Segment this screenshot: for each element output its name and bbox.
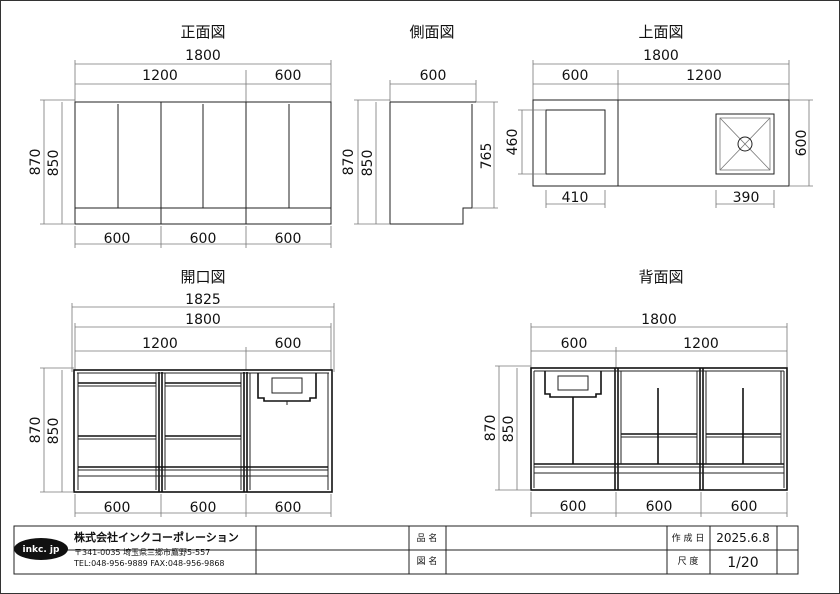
side-height-right: 765 — [479, 143, 495, 170]
side-view: 側面図 600 870 850 765 — [341, 23, 498, 225]
drawing-name-label: 図 名 — [417, 555, 438, 567]
date-label: 作 成 日 — [672, 532, 705, 544]
product-name-label: 品 名 — [417, 532, 438, 544]
front-bottom-width-1: 600 — [104, 231, 131, 247]
front-view-title: 正面図 — [180, 23, 225, 41]
top-right-width: 1200 — [686, 68, 722, 84]
back-height-outer: 870 — [483, 415, 499, 442]
front-left-width: 1200 — [142, 68, 178, 84]
scale-value: 1/20 — [727, 555, 758, 571]
title-block: inkc. jp 株式会社インクコーポレーション 〒341-0035 埼玉県三郷… — [13, 525, 799, 575]
open-bottom-width-3: 600 — [275, 500, 302, 516]
company-logo — [14, 538, 68, 560]
back-left-width: 600 — [561, 336, 588, 352]
open-bottom-width-1: 600 — [104, 500, 131, 516]
open-view: 開口図 1825 1800 1200 600 — [28, 268, 335, 517]
open-height-outer: 870 — [28, 417, 44, 444]
front-right-width: 600 — [275, 68, 302, 84]
company-logo-text: inkc. jp — [23, 545, 60, 555]
back-view-title: 背面図 — [638, 268, 683, 286]
top-view-title: 上面図 — [638, 23, 683, 41]
top-view: 上面図 1800 600 1200 460 600 410 — [505, 23, 813, 208]
back-height-inner: 850 — [501, 416, 517, 443]
side-width: 600 — [420, 68, 447, 84]
top-depth-left: 460 — [505, 129, 521, 156]
top-overall-width: 1800 — [643, 48, 679, 64]
company-tel: TEL:048-956-9889 FAX:048-956-9868 — [73, 559, 225, 568]
back-overall-width: 1800 — [641, 312, 677, 328]
side-height-inner: 850 — [360, 150, 376, 177]
open-bottom-width-2: 600 — [190, 500, 217, 516]
company-name: 株式会社インクコーポレーション — [74, 530, 239, 544]
top-sink-left-width: 410 — [562, 190, 589, 206]
date-value: 2025.6.8 — [716, 531, 769, 545]
front-view: 正面図 1800 1200 600 870 850 600 600 — [28, 23, 332, 248]
back-bottom-width-3: 600 — [731, 499, 758, 515]
front-height-outer: 870 — [28, 149, 44, 176]
top-sink-right-width: 390 — [733, 190, 760, 206]
back-view: 背面図 1800 600 1200 — [483, 268, 788, 517]
top-left-width: 600 — [562, 68, 589, 84]
open-left-width: 1200 — [142, 336, 178, 352]
back-bottom-width-1: 600 — [560, 499, 587, 515]
open-right-width: 600 — [275, 336, 302, 352]
back-bottom-width-2: 600 — [646, 499, 673, 515]
side-height-outer: 870 — [341, 149, 357, 176]
open-overall-outer: 1825 — [185, 292, 221, 308]
open-view-title: 開口図 — [180, 268, 225, 286]
back-right-width: 1200 — [683, 336, 719, 352]
front-height-inner: 850 — [46, 150, 62, 177]
front-overall-width: 1800 — [185, 48, 221, 64]
open-height-inner: 850 — [46, 418, 62, 445]
front-bottom-width-3: 600 — [275, 231, 302, 247]
side-view-title: 側面図 — [409, 23, 454, 41]
company-address: 〒341-0035 埼玉県三郷市鷹野5-557 — [74, 547, 210, 557]
top-depth-right: 600 — [794, 130, 810, 157]
open-overall-width: 1800 — [185, 312, 221, 328]
scale-label: 尺 度 — [678, 555, 699, 567]
front-bottom-width-2: 600 — [190, 231, 217, 247]
